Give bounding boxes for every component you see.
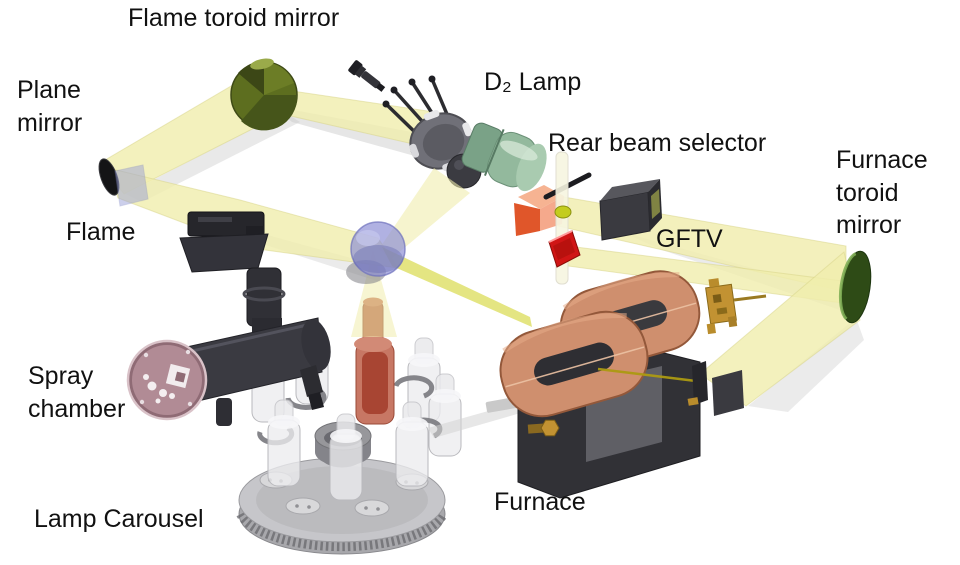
- label-spray-chamber: Spray chamber: [28, 362, 126, 423]
- sphere-shade: [353, 245, 403, 273]
- exit-plate-2: [712, 370, 744, 416]
- bolt-head: [348, 60, 363, 76]
- gftv-camera-graphic: [599, 179, 662, 241]
- pin-tip: [390, 86, 398, 94]
- label-rear-beam-selector: Rear beam selector: [548, 129, 767, 157]
- bolt-tip: [375, 82, 386, 92]
- glass-lamp: [267, 399, 301, 487]
- lamp-socket: [285, 497, 321, 515]
- beam-shadow-plane: [126, 112, 300, 202]
- carousel-knurl: [236, 511, 448, 552]
- chopper-dot: [554, 205, 572, 219]
- plane-mirror-graphic: [98, 158, 149, 207]
- mirror-highlight: [250, 58, 274, 70]
- red-filter-edge: [548, 230, 573, 243]
- bolt-collar: [354, 65, 367, 78]
- beam-combiner-to-furnace: [382, 247, 532, 327]
- nipple-tip: [308, 392, 324, 410]
- brass-mount-bracket: [705, 278, 767, 335]
- brass-bolt: [540, 419, 560, 437]
- cap-plate: [165, 363, 191, 389]
- blue-window: [114, 164, 149, 207]
- burner-neck: [246, 267, 282, 327]
- label-gftv: GFTV: [656, 225, 723, 253]
- label-flame-toroid-mirror: Flame toroid mirror: [128, 4, 340, 32]
- label-flame: Flame: [66, 218, 136, 246]
- beam-combiner-to-lamp: [351, 251, 397, 337]
- beam-through-furnace: [597, 367, 705, 384]
- bracket-foot: [727, 316, 738, 328]
- burner-slot: [198, 217, 232, 222]
- lamp-socket: [354, 499, 390, 517]
- mirror-facet-dark: [241, 95, 298, 131]
- mirror-facet-light: [264, 62, 294, 95]
- mirror-facet-top: [238, 61, 264, 95]
- red-filter-shade: [553, 238, 575, 260]
- tube-end: [301, 319, 331, 371]
- label-furnace: Furnace: [494, 488, 586, 516]
- flame-toroid-mirror-graphic: [230, 58, 298, 131]
- pin-tip: [408, 78, 416, 86]
- burner-base: [179, 233, 269, 273]
- mounting-bolt-icon: [348, 60, 386, 92]
- d2-lamp-assembly: [382, 75, 547, 192]
- bracket-hole: [712, 293, 722, 303]
- label-plane-mirror: Plane mirror: [17, 76, 83, 137]
- active-lamp-shoulder: [354, 336, 392, 352]
- pin-tip: [382, 100, 390, 108]
- lamp-carousel-graphic: [236, 319, 462, 555]
- label-furnace-toroid-mirror: Furnace toroid mirror: [836, 146, 928, 239]
- rear-beam-selector-graphic: [514, 151, 592, 285]
- active-lamp-core: [362, 352, 388, 414]
- neck-ring: [242, 286, 286, 302]
- glass-lamp: [395, 401, 429, 487]
- lamp-flange: [409, 109, 473, 172]
- bolt-shaft: [361, 71, 381, 89]
- ball-highlight: [454, 160, 464, 170]
- d2-lamp-capsule: [461, 122, 547, 192]
- spray-chamber-burner-graphic: [126, 211, 331, 426]
- beam-combiner-graphic: [346, 221, 406, 284]
- label-lamp-carousel: Lamp Carousel: [34, 505, 204, 533]
- copper-coil-front: [499, 310, 649, 418]
- bracket-rod: [733, 294, 767, 302]
- exit-plate-1: [692, 361, 708, 405]
- pin-tip: [428, 75, 436, 83]
- bracket-tab: [708, 278, 720, 288]
- glass-lamps-front: [267, 399, 429, 501]
- cap-dots: [143, 374, 175, 404]
- glass-lamp: [329, 413, 363, 501]
- bracket-foot: [706, 323, 716, 335]
- furnace-mirror-rim: [838, 252, 857, 321]
- gftv-top: [600, 179, 660, 201]
- bracket-slot: [716, 307, 728, 315]
- drain-tube: [216, 398, 232, 426]
- end-cap-ring: [126, 339, 208, 421]
- exit-brass-bit: [687, 397, 699, 406]
- gftv-lens-window: [651, 189, 660, 219]
- label-d2-lamp: D₂ Lamp: [484, 68, 582, 96]
- beam-shadow-furnace: [748, 318, 864, 412]
- furnace-shadow-beam: [428, 402, 524, 438]
- cap-screw-holes: [139, 349, 193, 407]
- selector-cube-front: [514, 203, 540, 236]
- furnace-graphic: [428, 270, 744, 499]
- furnace-toroid-mirror-graphic: [838, 250, 872, 324]
- nipple: [300, 365, 323, 397]
- sphere-highlight: [356, 230, 380, 246]
